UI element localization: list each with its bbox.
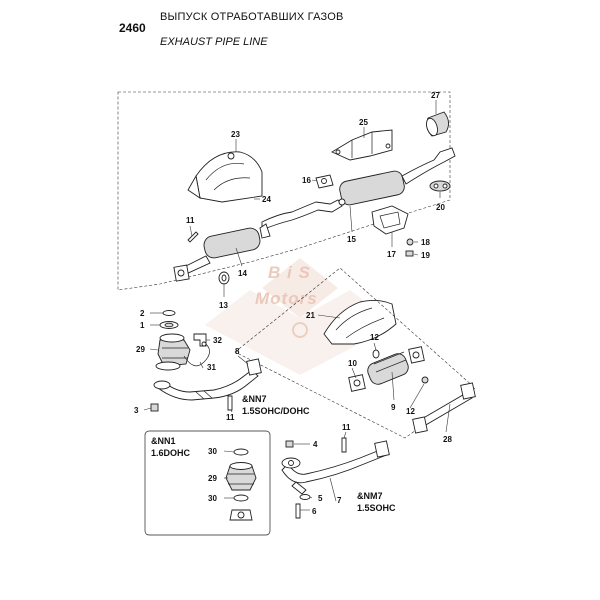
callout-21: 21 xyxy=(306,311,315,320)
front-pipe-part-8 xyxy=(153,358,262,401)
heat-shield-part-21 xyxy=(323,299,397,345)
gasket-part-1-2 xyxy=(159,310,179,329)
note-nn1-code: &NN1 xyxy=(151,436,176,446)
callout-16: 16 xyxy=(302,176,311,185)
callout-14: 14 xyxy=(238,269,247,278)
callout-19: 19 xyxy=(421,251,430,260)
callout-25: 25 xyxy=(359,118,368,127)
callout-numbers: 27 25 23 16 24 20 11 15 18 19 17 14 13 2… xyxy=(134,91,452,516)
callout-28: 28 xyxy=(443,435,452,444)
pipe-part-28 xyxy=(412,382,476,434)
front-pipe-part-7 xyxy=(281,440,390,495)
callout-12-lower: 12 xyxy=(406,407,415,416)
callout-24: 24 xyxy=(262,195,271,204)
fasteners-part-4-5-6 xyxy=(285,437,347,519)
callout-10: 10 xyxy=(348,359,357,368)
note-nn1-engine: 1.6DOHC xyxy=(151,448,191,458)
callout-18: 18 xyxy=(421,238,430,247)
note-nn7-code: &NN7 xyxy=(242,394,267,404)
catalytic-converter-part-9 xyxy=(348,346,425,392)
callout-15: 15 xyxy=(347,235,356,244)
note-nm7-code: &NM7 xyxy=(357,491,383,501)
note-nn7-engine: 1.5SOHC/DOHC xyxy=(242,406,310,416)
manifold-converter-part-29-upper xyxy=(155,333,191,371)
tail-tip-part-27 xyxy=(426,111,449,137)
callout-5: 5 xyxy=(318,494,323,503)
title-english: EXHAUST PIPE LINE xyxy=(160,36,268,48)
group-number: 2460 xyxy=(119,21,146,35)
title-russian: ВЫПУСК ОТРАБОТАВШИХ ГАЗОВ xyxy=(160,11,344,23)
callout-3: 3 xyxy=(134,406,139,415)
heat-shield-part-23 xyxy=(187,151,263,203)
callout-27: 27 xyxy=(431,91,440,100)
converter-boundary xyxy=(234,267,476,439)
callout-11-upper: 11 xyxy=(186,216,195,225)
callout-17: 17 xyxy=(387,250,396,259)
callout-4: 4 xyxy=(313,440,318,449)
callout-32: 32 xyxy=(213,336,222,345)
leader-lines xyxy=(143,100,451,511)
callout-23: 23 xyxy=(231,130,240,139)
bolts-part-18-19 xyxy=(405,238,414,257)
callout-12-upper: 12 xyxy=(370,333,379,342)
rear-muffler-assembly xyxy=(261,147,456,231)
callout-6: 6 xyxy=(312,507,317,516)
callout-30-upper: 30 xyxy=(208,447,217,456)
callout-9: 9 xyxy=(391,403,396,412)
callout-11-lower: 11 xyxy=(342,423,351,432)
manifold-converter-part-29-lower xyxy=(225,448,257,521)
callout-31: 31 xyxy=(207,363,216,372)
callout-29-lower: 29 xyxy=(208,474,217,483)
callout-20: 20 xyxy=(436,203,445,212)
assembly-boundary xyxy=(117,91,451,291)
hanger-part-16 xyxy=(315,174,334,189)
callout-7: 7 xyxy=(337,496,342,505)
hanger-part-20 xyxy=(429,180,451,192)
callout-11-middle: 11 xyxy=(226,413,235,422)
nut-part-3 xyxy=(150,403,159,412)
heat-shield-part-25 xyxy=(331,129,393,161)
bracket-part-17 xyxy=(371,205,409,235)
bolt-part-11-upper xyxy=(187,231,199,243)
bolt-part-11-middle xyxy=(227,395,233,411)
note-nm7-engine: 1.5SOHC xyxy=(357,503,396,513)
watermark-line2: Motors xyxy=(255,289,318,308)
gasket-part-13 xyxy=(218,271,230,285)
callout-29-upper: 29 xyxy=(136,345,145,354)
callout-2: 2 xyxy=(140,309,145,318)
variant-notes: &NN7 1.5SOHC/DOHC &NN1 1.6DOHC &NM7 1.5S… xyxy=(151,394,396,513)
callout-1: 1 xyxy=(140,321,145,330)
callout-30-lower: 30 xyxy=(208,494,217,503)
watermark-line1: B i S xyxy=(268,263,311,282)
callout-13: 13 xyxy=(219,301,228,310)
variant-box-nn1 xyxy=(144,430,271,536)
gasket-part-12 xyxy=(372,349,429,384)
callout-8: 8 xyxy=(235,347,240,356)
center-pipe-part-14 xyxy=(173,223,271,282)
sensor-part-31 xyxy=(183,341,210,367)
